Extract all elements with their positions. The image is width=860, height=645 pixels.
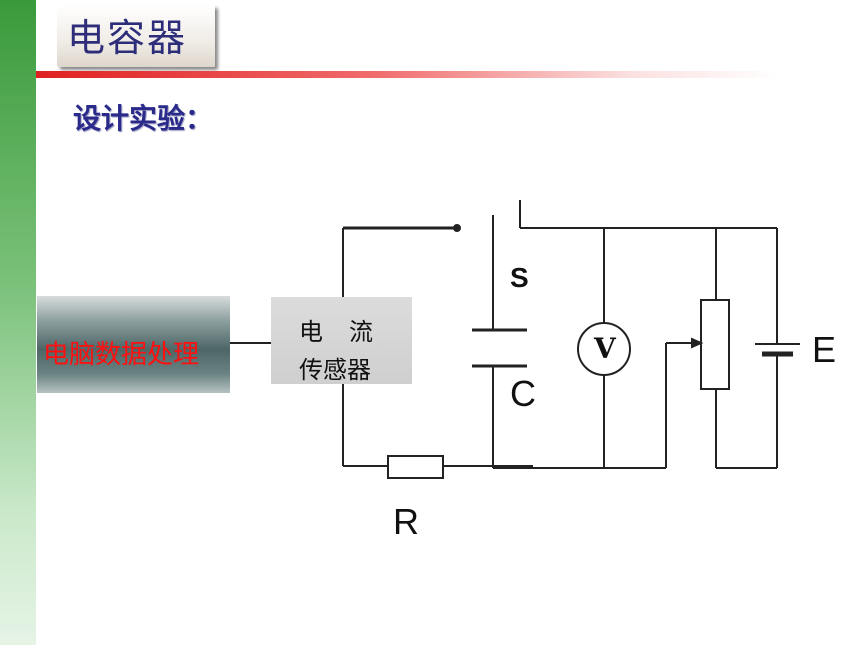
- sensor-label-line1: 电流: [299, 318, 399, 346]
- capacitor-label: C: [510, 373, 536, 414]
- voltmeter-label: V: [594, 332, 616, 365]
- title-underline: [36, 71, 780, 78]
- sensor-label-line2: 传感器: [299, 356, 371, 384]
- battery-label: E: [812, 329, 837, 370]
- slider-arrow-head: [691, 337, 704, 349]
- switch-contact: [453, 224, 461, 232]
- slide-title: 电容器: [67, 16, 188, 60]
- resistor-body: [387, 455, 444, 479]
- computer-label: 电脑数据处理: [43, 340, 200, 370]
- switch-label: S: [510, 262, 529, 293]
- slide-subtitle: 设计实验：: [73, 102, 214, 135]
- title-box: [57, 5, 215, 67]
- slide-sidebar-bar: [0, 0, 36, 645]
- current-sensor-box: [271, 297, 412, 384]
- resistor-label: R: [393, 501, 419, 542]
- computer-box: [37, 296, 230, 393]
- rheostat-body: [700, 299, 730, 390]
